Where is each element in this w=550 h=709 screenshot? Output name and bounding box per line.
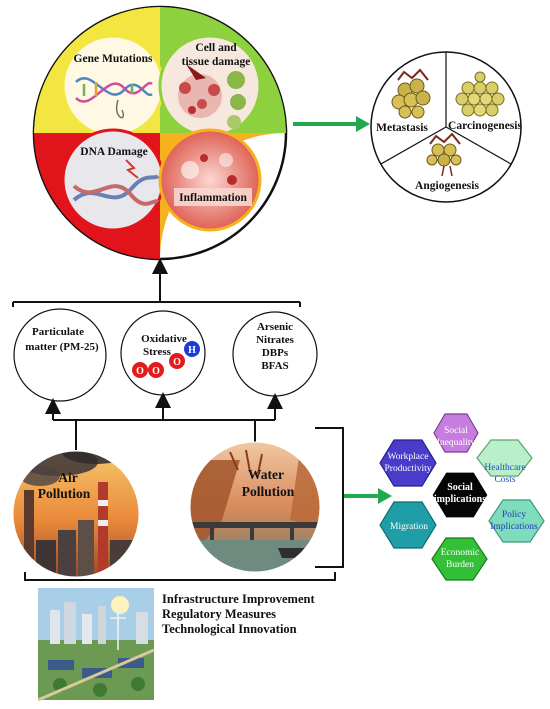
inflammation-icon [181,153,237,185]
dna-inner [61,128,165,232]
social-hexagons: Social Inequality Healthcare Costs Polic… [379,413,545,581]
hex-label-workplace-1: Workplace [388,452,429,462]
air-label-2: Pollution [38,486,91,501]
oxygen-molecule-icon: O O [132,362,164,378]
contaminant-2: Nitrates [256,334,295,346]
hydrogen-letter: H [188,345,196,356]
oxidative-label-2: Stress [143,346,172,358]
water-label-1: Water [248,467,284,482]
solution-item: Technological Innovation [162,622,297,636]
hex-policy-implications [488,499,545,543]
dna-damage-label: DNA Damage [80,146,147,158]
hydroxyl-molecule-icon: O H [169,341,200,369]
air-pollution-image: Air Pollution [12,450,140,578]
gene-dna-icon [75,77,153,119]
hex-label-health-2: Costs [494,475,515,485]
social-arrow [344,488,392,504]
cell-damage-label-1: Cell and [195,42,237,54]
hex-label-center-1: Social [447,482,473,493]
water-pollution-image: Water Pollution [189,441,321,573]
hex-economic-burden [431,537,488,581]
pm-label-1: Particulate [32,326,84,338]
contaminant-3: DBPs [262,347,289,359]
hex-social-inequality [433,413,479,453]
oxygen-letter-1: O [136,366,144,377]
hex-social-center [431,471,489,519]
contaminant-4: BFAS [261,360,288,372]
angiogenesis-label: Angiogenesis [415,180,479,192]
hex-label-health-1: Healthcare [484,463,525,473]
hex-label-social-2: Inequality [437,438,476,448]
hex-label-policy-1: Policy [502,510,527,520]
oxidative-label-1: Oxidative [141,333,187,345]
hex-healthcare-costs [476,439,533,477]
hex-label-center-2: implications [434,494,486,505]
green-city-image [37,588,155,702]
outcome-arrow [293,116,370,132]
pollution-bracket [24,427,344,581]
mechanism-circle: Gene Mutations Cell and tissue damage DN… [32,5,288,261]
oxygen-letter-3: O [173,357,181,368]
hex-label-social-1: Social [444,426,468,436]
hex-label-workplace-2: Productivity [385,464,432,474]
carcinogenesis-icon [455,71,505,117]
metastasis-label: Metastasis [376,122,428,134]
hex-label-policy-2: Implications [490,522,538,532]
hex-workplace-productivity [379,439,437,487]
cell-damage-icon [178,64,246,129]
solutions-list: Infrastructure Improvement Regulatory Me… [162,592,315,637]
hex-label-economic-1: Economic [441,548,480,558]
solution-item: Regulatory Measures [162,607,276,621]
hex-label-economic-2: Burden [446,560,474,570]
inflam-inner [158,128,262,232]
cell-damage-label-2: tissue damage [182,56,251,68]
dna-damage-icon [72,159,160,206]
metastasis-icon [391,68,431,119]
oxygen-letter-2: O [152,366,160,377]
carcinogenesis-label: Carcinogenesis [448,120,522,132]
hex-migration [379,501,437,549]
gene-inner [61,34,165,138]
pm-label-2: matter (PM-25) [25,341,99,353]
pollution-connector [45,392,283,450]
water-label-2: Pollution [242,484,295,499]
outcomes-circle: Metastasis Carcinogenesis Angiogenesis [370,51,522,203]
inflammation-label-bg [174,188,252,206]
air-label-1: Air [58,470,78,485]
contaminants-circle: Arsenic Nitrates DBPs BFAS [232,311,318,397]
hex-label-migration: Migration [390,522,428,532]
mechanism-connector [12,258,301,307]
contaminant-1: Arsenic [257,321,293,333]
oxidative-circle: Oxidative Stress O O O H [120,310,206,396]
inflammation-label: Inflammation [179,192,247,204]
pm-circle: Particulate matter (PM-25) [13,308,107,402]
gene-mutations-label: Gene Mutations [74,53,153,65]
solution-item: Infrastructure Improvement [162,592,315,606]
angiogenesis-icon [426,132,462,177]
